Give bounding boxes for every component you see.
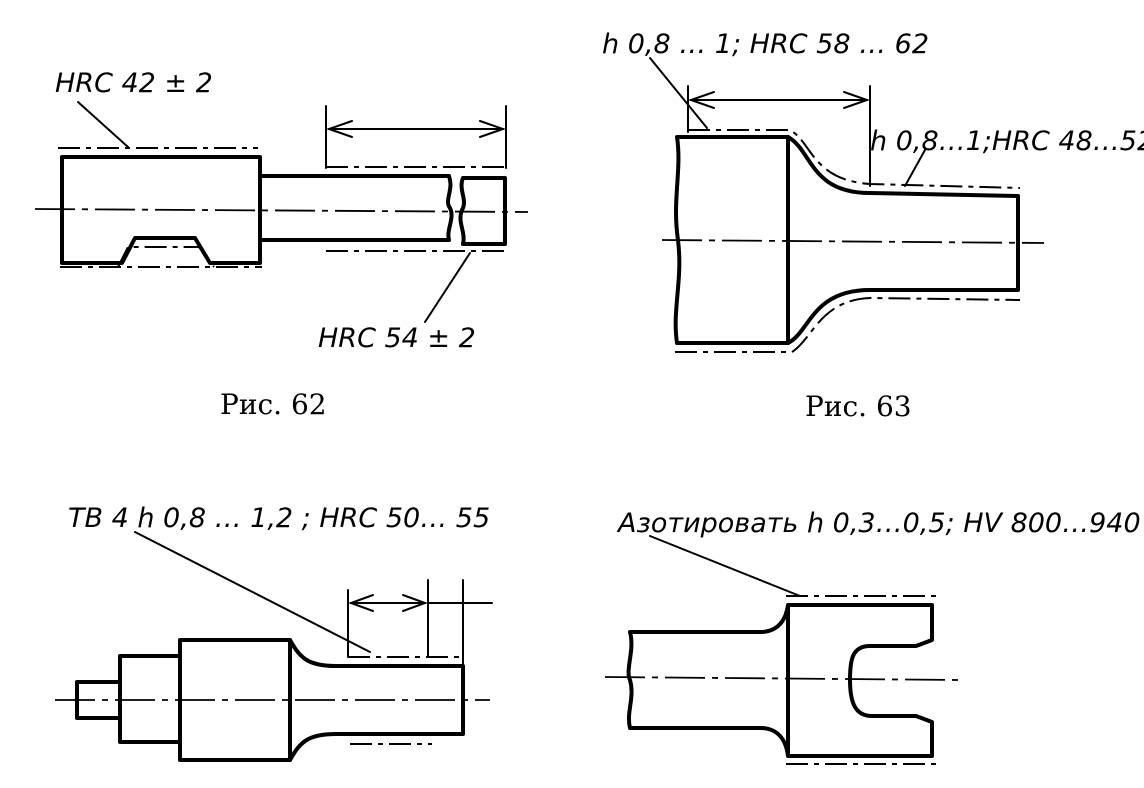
- fig63-leader-top: [649, 57, 708, 129]
- fig62-caption: Рис. 62: [220, 388, 327, 421]
- figure-63: h 0,8 … 1; HRC 58 … 62 h 0,8…1;HRC 48…52…: [602, 29, 1144, 423]
- fig62-leader-bottom: [424, 252, 471, 323]
- fig4-fork: [626, 603, 934, 758]
- fig63-note-right: h 0,8…1;HRC 48…52: [870, 126, 1144, 157]
- fig62-shaft-end: [458, 176, 507, 246]
- fig3-step-lines: [118, 638, 292, 762]
- fig62-dim-arrow-left: [325, 120, 353, 138]
- fig3-note: ТВ 4 h 0,8 … 1,2 ; HRC 50… 55: [68, 503, 490, 534]
- fig63-leader-right: [904, 149, 926, 187]
- fig3-leader: [134, 531, 371, 653]
- fig63-head: [673, 135, 790, 345]
- fig4-note: Азотировать h 0,3…0,5; HV 800…940: [616, 508, 1141, 539]
- fig62-axis: [34, 208, 529, 213]
- fig62-leader-top: [77, 101, 129, 148]
- fig63-dim-arrow-left: [687, 91, 715, 109]
- fig3-dim-arrow-right: [402, 594, 428, 612]
- fig62-head: [60, 155, 262, 265]
- fig63-zone-bottom: [675, 296, 1021, 353]
- fig63-neck: [786, 135, 1020, 345]
- fig62-note-hrc-head: HRC 42 ± 2: [55, 68, 213, 99]
- fig3-dim-arrow-left: [348, 594, 374, 612]
- fig62-zone-recess: [117, 246, 215, 268]
- fig63-dim-arrow-right: [843, 91, 871, 109]
- fig63-caption: Рис. 63: [805, 390, 912, 423]
- fig4-leader: [649, 535, 801, 597]
- figure-62: HRC 42 ± 2 HRC 54 ± 2 Рис. 62: [34, 68, 529, 421]
- figure-nitride: Азотировать h 0,3…0,5; HV 800…940: [604, 508, 1141, 765]
- fig63-zone-head: [688, 129, 1021, 189]
- fig63-note-top: h 0,8 … 1; HRC 58 … 62: [602, 29, 929, 60]
- figure-tb4: ТВ 4 h 0,8 … 1,2 ; HRC 50… 55: [55, 503, 493, 762]
- fig62-dim-arrow-right: [479, 120, 507, 138]
- fig63-axis: [661, 239, 1045, 244]
- fig62-shaft: [258, 174, 454, 242]
- fig4-axis: [604, 676, 961, 681]
- fig62-note-hrc-shaft: HRC 54 ± 2: [318, 323, 476, 354]
